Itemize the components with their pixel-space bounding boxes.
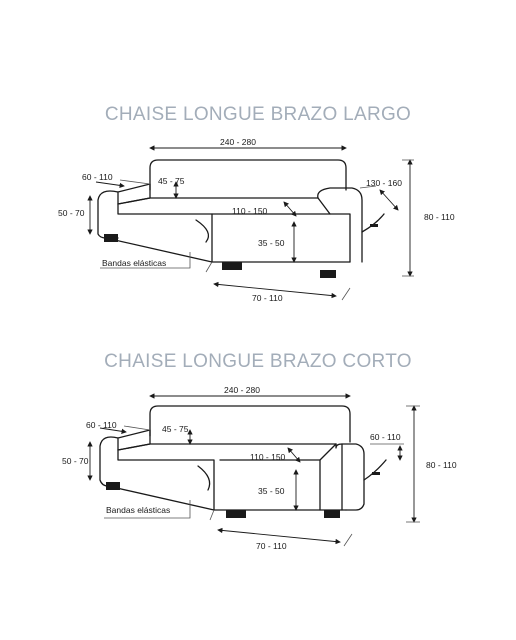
sofa-foot (104, 234, 118, 242)
dim-chaise-width: 70 - 110 (252, 293, 283, 303)
elastic-bands-label: Bandas elásticas (102, 258, 166, 268)
dim-chaise-arm: 60 - 110 (370, 432, 401, 442)
sofa-foot (324, 510, 340, 518)
dim-arm-width: 60 - 110 (82, 172, 113, 182)
dim-total-height: 80 - 110 (424, 212, 455, 222)
dim-chaise-length: 110 - 150 (232, 206, 268, 216)
dim-chaise-arm: 130 - 160 (366, 178, 402, 188)
dim-seat-depth: 45 - 75 (162, 424, 189, 434)
elastic-bands-label: Bandas elásticas (106, 505, 170, 515)
dim-width-total: 240 - 280 (220, 137, 256, 147)
dim-chaise-width: 70 - 110 (256, 541, 287, 551)
sofa-drawing (97, 159, 385, 278)
sofa-drawing (99, 405, 387, 518)
dim-seat-height: 35 - 50 (258, 238, 285, 248)
dim-arm-width: 60 - 110 (86, 420, 117, 430)
dim-arm-height: 50 - 70 (58, 208, 85, 218)
dim-arm-height: 50 - 70 (62, 456, 89, 466)
sofa-foot (320, 270, 336, 278)
dim-seat-depth: 45 - 75 (158, 176, 185, 186)
diagram-title: CHAISE LONGUE BRAZO LARGO (105, 104, 411, 125)
dim-total-height: 80 - 110 (426, 460, 457, 470)
sofa-foot (226, 510, 246, 518)
sofa-foot (106, 482, 120, 490)
dim-chaise-length: 110 - 150 (250, 452, 286, 462)
sofa-foot (222, 262, 242, 270)
dim-seat-height: 35 - 50 (258, 486, 285, 496)
dim-width-total: 240 - 280 (224, 385, 260, 395)
diagram-brazo-corto: CHAISE LONGUE BRAZO CORTO (62, 351, 457, 551)
diagram-brazo-largo: CHAISE LONGUE BRAZO LARGO (58, 104, 455, 303)
diagram-title: CHAISE LONGUE BRAZO CORTO (104, 351, 412, 372)
